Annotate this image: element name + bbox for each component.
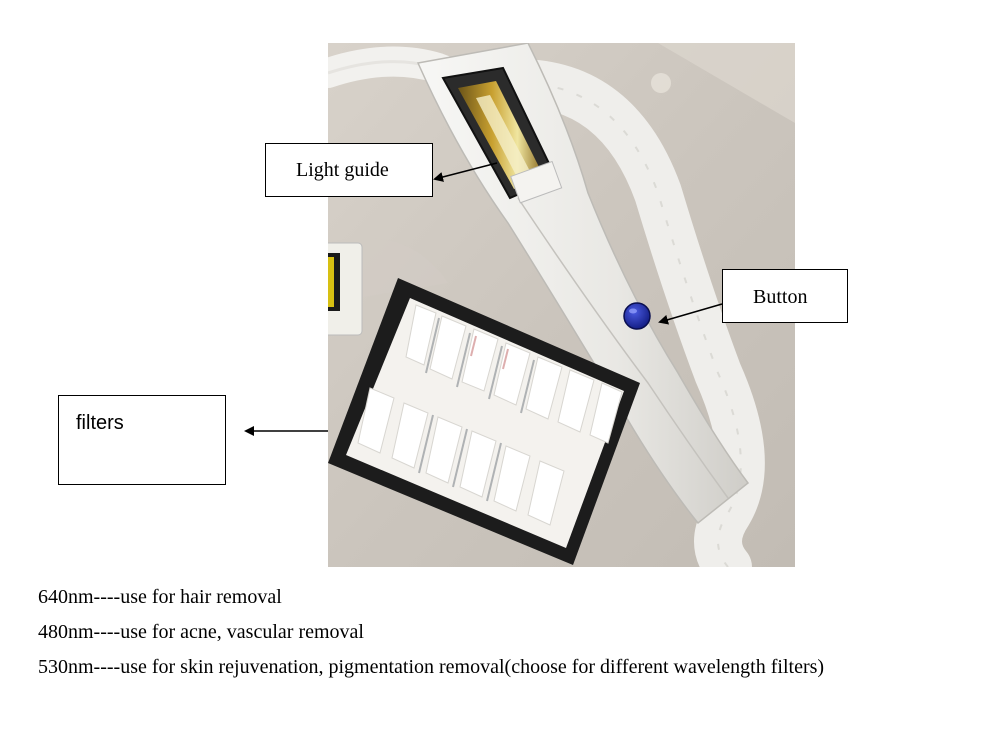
wavelength-notes: 640nm----use for hair removal 480nm----u… xyxy=(38,580,824,685)
filters-label: filters xyxy=(76,412,124,434)
light-guide-label: Light guide xyxy=(296,159,389,181)
note-line: 530nm----use for skin rejuvenation, pigm… xyxy=(38,656,825,678)
product-photo xyxy=(328,43,795,567)
button-callout: Button xyxy=(722,269,848,323)
handpiece-button-dot xyxy=(623,302,651,330)
note-line: 640nm----use for hair removal xyxy=(38,586,282,608)
button-label: Button xyxy=(753,286,808,308)
note-line: 480nm----use for acne, vascular removal xyxy=(38,621,364,643)
filters-callout: filters xyxy=(58,395,226,485)
light-guide-callout: Light guide xyxy=(265,143,433,197)
